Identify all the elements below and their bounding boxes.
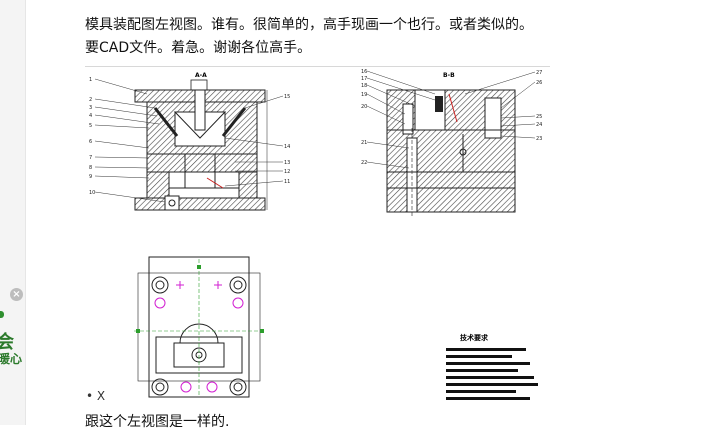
label-20: 20 [361,104,367,110]
post-line-2: 要CAD文件。着急。谢谢各位高手。 [85,40,312,56]
label-19: 19 [361,92,367,98]
label-2: 2 [89,97,92,103]
section-a-title: A-A [195,72,207,79]
label-10: 10 [89,190,95,196]
post-line-1: 模具装配图左视图。谁有。很简单的，高手现画一个也行。或者类似的。 [85,17,533,33]
label-23: 23 [536,136,542,142]
label-17: 17 [361,76,367,82]
section-b-title: B-B [443,72,455,79]
label-26: 26 [536,80,542,86]
mold-assembly-drawing[interactable]: A-A [85,68,550,218]
label-8: 8 [89,165,92,171]
label-22: 22 [361,160,367,166]
label-7: 7 [89,155,92,161]
label-13: 13 [284,160,290,166]
close-icon[interactable]: × [10,288,23,301]
label-4: 4 [89,113,92,119]
post-body: 模具装配图左视图。谁有。很简单的，高手现画一个也行。或者类似的。 要CAD文件。… [85,14,645,60]
divider [85,66,550,67]
label-6: 6 [89,139,92,145]
image-pager: • X [86,389,105,403]
plan-view-drawing[interactable] [128,245,278,405]
label-15: 15 [284,94,290,100]
sidebar-label: 会 [0,332,15,353]
label-21: 21 [361,140,367,146]
sidebar-accent [0,311,4,318]
label-25: 25 [536,114,542,120]
label-16: 16 [361,69,367,75]
left-sidebar-strip [0,0,26,425]
pager-dot-icon[interactable]: • [86,389,94,403]
label-27: 27 [536,70,542,76]
label-5: 5 [89,123,92,129]
post-footer: 跟这个左视图是一样的. [85,414,230,430]
section-view-b: B-B 16 17 18 [361,69,542,216]
technical-requirements: 技术要求 [446,333,538,400]
label-11: 11 [284,179,290,185]
label-18: 18 [361,83,367,89]
label-14: 14 [284,144,290,150]
spec-title: 技术要求 [460,333,489,342]
label-9: 9 [89,174,92,180]
label-12: 12 [284,169,290,175]
label-1: 1 [89,77,92,83]
section-view-a: A-A [89,72,290,211]
pager-close-icon[interactable]: X [96,389,106,403]
label-3: 3 [89,105,92,111]
label-24: 24 [536,122,542,128]
sidebar-sublabel: 暖心 [0,352,23,366]
